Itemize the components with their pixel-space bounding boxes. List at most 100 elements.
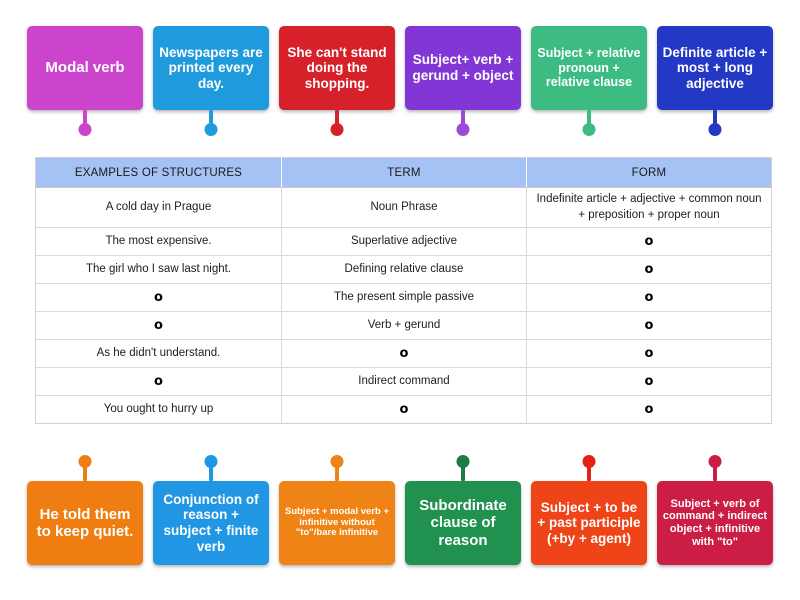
table-cell-dropzone[interactable]: o — [526, 283, 772, 313]
blank-slot-marker-icon: o — [644, 233, 654, 249]
table-cell-dropzone[interactable]: o — [526, 311, 772, 341]
pin-stem-icon — [587, 463, 591, 481]
blank-slot-marker-icon: o — [644, 373, 654, 389]
table-cell-dropzone[interactable]: o — [35, 367, 282, 397]
top-card-0[interactable]: Modal verb — [27, 26, 143, 110]
pin-knob-icon — [456, 455, 470, 468]
table-cell: Superlative adjective — [281, 227, 527, 257]
top-card-1[interactable]: Newspapers are printed every day. — [153, 26, 269, 110]
column-header-term: TERM — [281, 157, 527, 188]
table-header-row: EXAMPLES OF STRUCTURES TERM FORM — [35, 157, 772, 188]
bottom-card-1[interactable]: Conjunction of reason + subject + finite… — [153, 481, 269, 565]
card-label: Conjunction of reason + subject + finite… — [163, 491, 259, 554]
top-card-4[interactable]: Subject + relative pronoun + relative cl… — [531, 26, 647, 110]
table-cell-dropzone[interactable]: o — [527, 396, 772, 424]
column-header-examples: EXAMPLES OF STRUCTURES — [35, 157, 282, 188]
table-cell: The present simple passive — [281, 283, 527, 313]
pin-stem-icon — [83, 110, 87, 128]
bottom-card-0[interactable]: He told them to keep quiet. — [27, 481, 143, 565]
blank-slot-marker-icon: o — [644, 317, 654, 333]
card-label: Subject + relative pronoun + relative cl… — [537, 46, 641, 90]
pin-connector-icon — [579, 455, 599, 481]
pin-connector-icon — [705, 455, 725, 481]
pin-connector-icon — [579, 110, 599, 136]
table-cell: Verb + gerund — [281, 311, 527, 341]
bottom-card-slot-5[interactable]: Subject + verb of command + indirect obj… — [656, 455, 774, 565]
top-card-slot-3[interactable]: Subject+ verb + gerund + object — [404, 26, 522, 136]
top-card-slot-0[interactable]: Modal verb — [26, 26, 144, 136]
pin-knob-icon — [582, 123, 596, 136]
top-card-slot-2[interactable]: She can't stand doing the shopping. — [278, 26, 396, 136]
cell-text: As he didn't understand. — [96, 346, 221, 359]
top-card-slot-5[interactable]: Definite article + most + long adjective — [656, 26, 774, 136]
pin-stem-icon — [209, 110, 213, 128]
pin-connector-icon — [75, 455, 95, 481]
table-row: o Indirect command o — [35, 367, 772, 397]
top-card-slot-4[interactable]: Subject + relative pronoun + relative cl… — [530, 26, 648, 136]
cell-text: Defining relative clause — [344, 262, 464, 275]
table-cell: The most expensive. — [35, 227, 282, 257]
table-cell: As he didn't understand. — [35, 339, 282, 369]
pin-knob-icon — [78, 455, 92, 468]
pin-stem-icon — [209, 463, 213, 481]
table-cell-dropzone[interactable]: o — [281, 395, 527, 424]
blank-slot-marker-icon: o — [644, 261, 654, 277]
bottom-card-5[interactable]: Subject + verb of command + indirect obj… — [657, 481, 773, 565]
table-cell: Indirect command — [281, 367, 527, 397]
pin-connector-icon — [705, 110, 725, 136]
card-label: Subject + verb of command + indirect obj… — [662, 497, 768, 548]
table-cell-dropzone[interactable]: o — [526, 227, 772, 257]
top-card-5[interactable]: Definite article + most + long adjective — [657, 26, 773, 110]
bottom-card-slot-0[interactable]: He told them to keep quiet. — [26, 455, 144, 565]
table-cell: Indefinite article + adjective + common … — [526, 187, 772, 229]
card-label: Subject+ verb + gerund + object — [412, 52, 514, 83]
top-card-3[interactable]: Subject+ verb + gerund + object — [405, 26, 521, 110]
table-cell-dropzone[interactable]: o — [526, 255, 772, 285]
table-cell-dropzone[interactable]: o — [35, 283, 282, 313]
table-cell-dropzone[interactable]: o — [281, 339, 527, 369]
pin-stem-icon — [335, 463, 339, 481]
table-cell-dropzone[interactable]: o — [526, 367, 772, 397]
table-cell-dropzone[interactable]: o — [35, 311, 282, 341]
pin-knob-icon — [204, 455, 218, 468]
pin-knob-icon — [330, 123, 344, 136]
pin-knob-icon — [456, 123, 470, 136]
bottom-card-4[interactable]: Subject + to be + past participle (+by +… — [531, 481, 647, 565]
cell-text: Indirect command — [358, 374, 450, 387]
pin-stem-icon — [335, 110, 339, 128]
pin-knob-icon — [204, 123, 218, 136]
table-header: EXAMPLES OF STRUCTURES TERM FORM — [35, 157, 772, 188]
bottom-card-slot-2[interactable]: Subject + modal verb + infinitive withou… — [278, 455, 396, 565]
structures-table: EXAMPLES OF STRUCTURES TERM FORM A cold … — [35, 157, 772, 425]
bottom-card-slot-1[interactable]: Conjunction of reason + subject + finite… — [152, 455, 270, 565]
pin-connector-icon — [453, 110, 473, 136]
table-cell: Defining relative clause — [281, 255, 527, 285]
top-card-slot-1[interactable]: Newspapers are printed every day. — [152, 26, 270, 136]
bottom-card-3[interactable]: Subordinate clause of reason — [405, 481, 521, 565]
card-label: Subordinate clause of reason — [419, 497, 507, 549]
bottom-card-2[interactable]: Subject + modal verb + infinitive withou… — [279, 481, 395, 565]
pin-stem-icon — [461, 463, 465, 481]
pin-connector-icon — [201, 110, 221, 136]
cell-text: The present simple passive — [334, 290, 474, 303]
bottom-card-slot-3[interactable]: Subordinate clause of reason — [404, 455, 522, 565]
pin-stem-icon — [83, 463, 87, 481]
pin-stem-icon — [587, 110, 591, 128]
cell-text: Verb + gerund — [367, 318, 441, 331]
pin-stem-icon — [461, 110, 465, 128]
pin-knob-icon — [708, 455, 722, 468]
table-row: o Verb + gerund o — [35, 311, 772, 341]
table-cell-dropzone[interactable]: o — [526, 339, 772, 369]
table-cell: Noun Phrase — [281, 187, 527, 229]
cell-text: The most expensive. — [105, 234, 212, 247]
bottom-card-slot-4[interactable]: Subject + to be + past participle (+by +… — [530, 455, 648, 565]
top-card-2[interactable]: She can't stand doing the shopping. — [279, 26, 395, 110]
cell-text: Indefinite article + adjective + common … — [536, 193, 762, 221]
pin-connector-icon — [75, 110, 95, 136]
table-cell: You ought to hurry up — [35, 395, 282, 424]
card-label: Modal verb — [45, 59, 125, 77]
blank-slot-marker-icon: o — [154, 373, 163, 389]
